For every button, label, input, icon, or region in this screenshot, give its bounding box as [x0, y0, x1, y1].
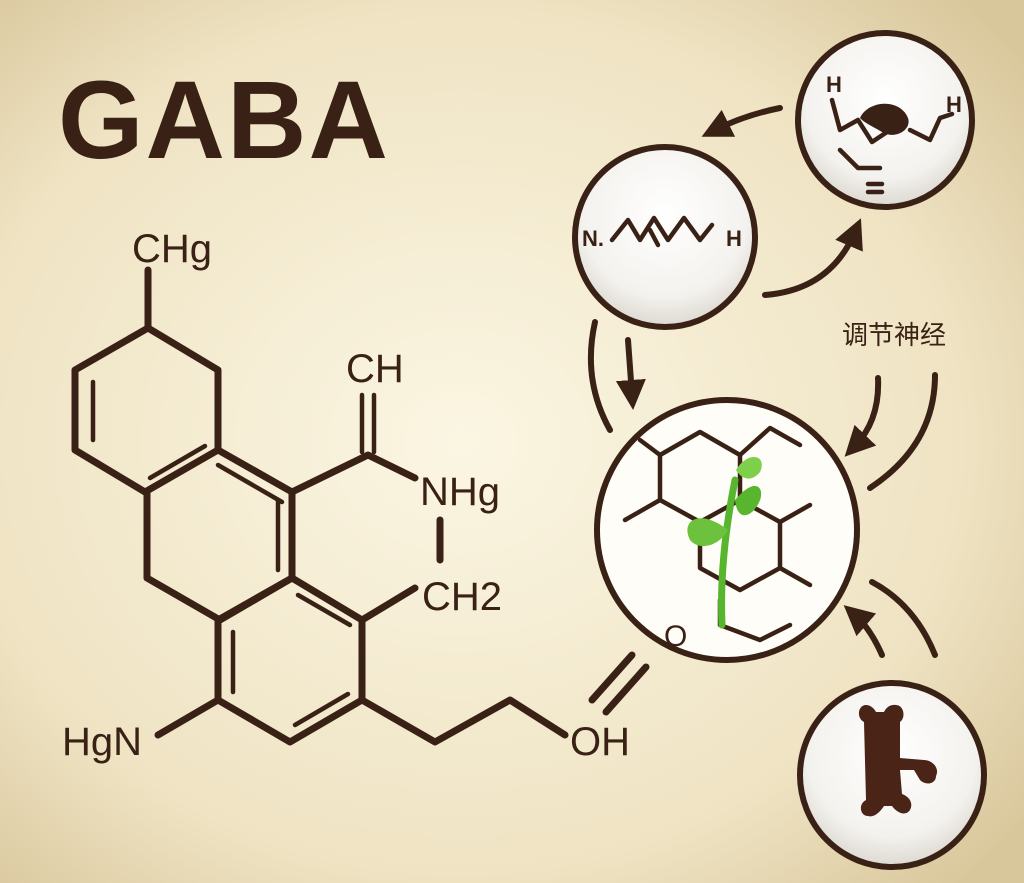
- node-top: H H: [795, 30, 975, 210]
- ring-ch2-bond: [358, 584, 419, 624]
- carbonyl-bond-a: [588, 651, 636, 704]
- label-amine: HgN: [62, 720, 142, 764]
- bone-shape: [858, 704, 938, 817]
- node-left: N. H: [572, 144, 758, 330]
- arrow-annotation-to-center: [844, 375, 882, 457]
- ring-top-double-bond-2: [147, 443, 208, 481]
- arrow-left-to-center: [615, 337, 646, 410]
- bone-icon: [858, 704, 938, 817]
- plant-sprout-icon: [687, 457, 762, 629]
- annotation-label: 调节神经: [842, 321, 946, 351]
- label-methyl: CHg: [132, 227, 212, 271]
- node-top-label-b: H: [946, 92, 962, 117]
- side-chain-upper: [288, 451, 419, 496]
- ring-bottom-double-bond-3: [295, 592, 353, 628]
- cycle-arrow-icon: [587, 105, 938, 658]
- sprout-stem: [718, 476, 739, 629]
- ring-middle-double-bond-2: [215, 462, 285, 505]
- sprout-leaf-top: [736, 457, 762, 479]
- arc-left-outer: [587, 319, 613, 433]
- amine-bond: [154, 696, 222, 739]
- node-top-chain-3: [837, 147, 885, 195]
- carbonyl-bond-b: [602, 663, 650, 716]
- node-center-label-o: O: [664, 620, 687, 653]
- label-ch: CH: [346, 347, 404, 391]
- node-top-chain: [829, 97, 893, 145]
- node-left-label-h: H: [726, 226, 742, 251]
- node-left-bond: [647, 227, 661, 248]
- arrow-left-to-top: [762, 218, 863, 298]
- arc-right-outer: [867, 372, 938, 491]
- arc-bottom-outer: [869, 579, 938, 658]
- sprout-leaf-left: [687, 518, 728, 547]
- label-nh: NHg: [420, 470, 500, 514]
- center-bonds: [622, 425, 813, 588]
- sprout-leaf-right: [735, 485, 762, 516]
- ring-bottom-double-bond-2: [292, 691, 351, 728]
- page-title: GABA: [58, 59, 390, 182]
- node-top-chain-2: [907, 111, 955, 143]
- label-ch2: CH2: [422, 575, 502, 619]
- molecule-structure: [71, 266, 650, 746]
- arrow-top-to-left: [701, 105, 783, 137]
- node-center: O: [594, 397, 860, 663]
- node-bottom: [797, 680, 987, 870]
- node-left-chain: [609, 215, 715, 243]
- node-top-label-a: H: [826, 72, 842, 97]
- arrow-bottom-to-center: [843, 605, 885, 658]
- node-left-label-n: N.: [582, 226, 604, 251]
- center-hexagon-b: [697, 497, 783, 593]
- node-top-blob: [860, 103, 909, 135]
- label-hydroxyl: OH: [570, 720, 630, 764]
- carboxyl-chain: [358, 696, 569, 746]
